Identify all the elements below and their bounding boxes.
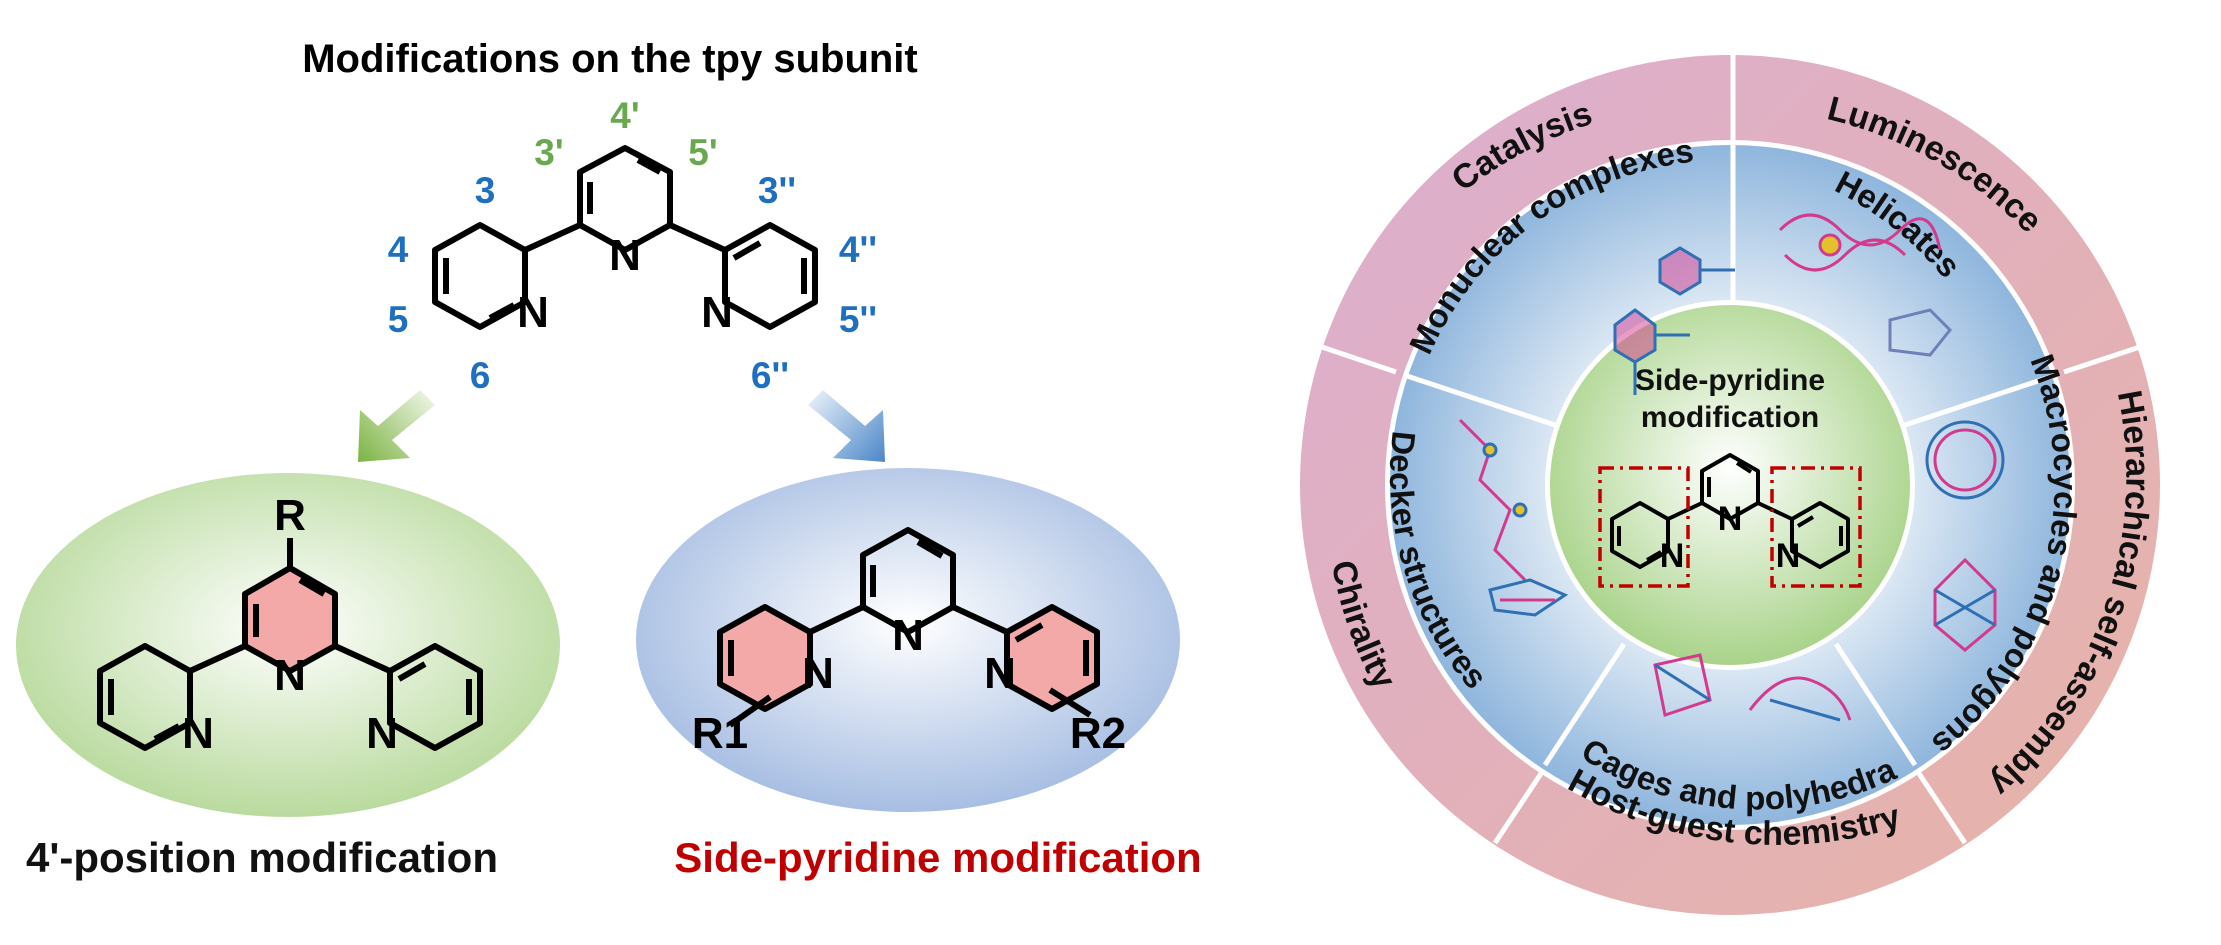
outer-dividers	[1309, 55, 2153, 845]
position-5-double-prime: 5''	[839, 299, 877, 340]
center-atom-n-left: N	[1660, 537, 1685, 575]
position-3-prime: 3'	[534, 132, 563, 173]
atom-n-4pos-right: N	[366, 709, 398, 758]
figure-title: Modifications on the tpy subunit	[302, 37, 918, 81]
highlight-box-right	[1770, 466, 1862, 588]
position-3-double-prime: 3''	[758, 170, 796, 211]
mononuclear-structure-image	[1613, 246, 1735, 395]
position-6-double-prime: 6''	[751, 355, 789, 396]
position-4: 4	[388, 229, 409, 270]
position-4-prime: 4'	[610, 95, 639, 136]
tpy-skeleton	[432, 145, 818, 330]
atom-n-side-right: N	[984, 649, 1016, 698]
helicate-structure-image	[1778, 213, 1953, 357]
atom-n-side-center: N	[892, 611, 924, 660]
caption-4pos-modification: 4'-position modification	[26, 834, 498, 881]
highlight-box-left	[1598, 466, 1690, 588]
center-atom-n-mid: N	[1718, 500, 1743, 538]
position-6: 6	[470, 355, 491, 396]
atom-n-right: N	[701, 288, 733, 337]
cage-structure-image	[1653, 653, 1852, 722]
atom-n-left: N	[517, 288, 549, 337]
position-3: 3	[475, 170, 496, 211]
center-atom-n-right: N	[1776, 537, 1801, 575]
oval-side	[636, 468, 1180, 812]
atom-n-side-left: N	[802, 649, 834, 698]
side-pyridine-highlight-boxes	[1598, 466, 1862, 588]
inner-dividers	[1406, 145, 2054, 767]
center-label-line2: modification	[1641, 401, 1819, 434]
arrow-to-4pos	[358, 375, 435, 462]
arrow-to-side	[808, 375, 885, 462]
atom-n-4pos-center: N	[274, 651, 306, 700]
position-5-prime: 5'	[688, 132, 717, 173]
atom-n-4pos-left: N	[182, 709, 214, 758]
center-tpy-structure	[1610, 453, 1850, 569]
center-label-line1: Side-pyridine	[1635, 364, 1825, 397]
tpy-4pos-structure	[97, 538, 483, 751]
center-disc	[1550, 305, 1910, 665]
tpy-side-structure	[717, 527, 1100, 728]
substituent-r2: R2	[1070, 709, 1126, 758]
substituent-r: R	[274, 491, 306, 540]
position-4-double-prime: 4''	[839, 229, 877, 270]
structure-illustrations	[1458, 213, 2005, 722]
atom-n-center: N	[609, 231, 641, 280]
decker-structure-image	[1458, 418, 1569, 617]
substituent-r1: R1	[692, 709, 748, 758]
application-wheel: Catalysis Luminescence Hierarchical self…	[1300, 55, 2160, 915]
position-5: 5	[388, 299, 409, 340]
macrocycle-structure-image	[1925, 420, 2005, 652]
caption-side-modification: Side-pyridine modification	[674, 834, 1201, 881]
